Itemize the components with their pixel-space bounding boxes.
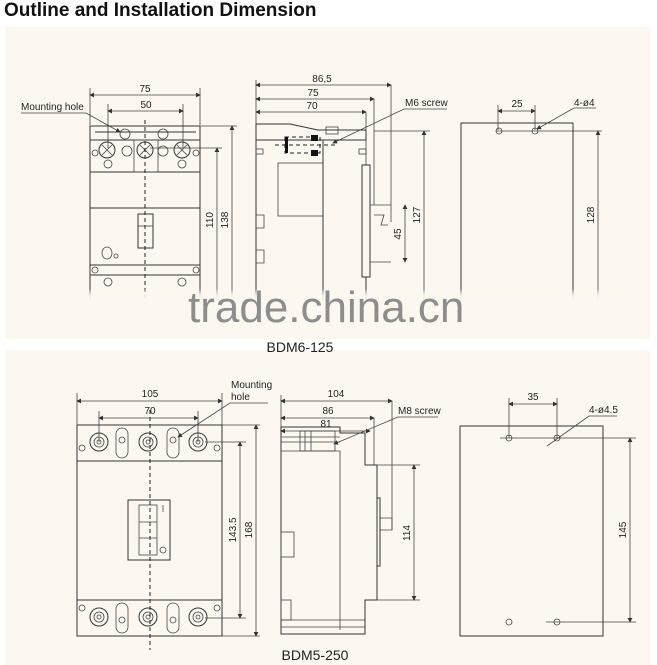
page-title: Outline and Installation Dimension — [4, 0, 317, 21]
top-side-view: 86,5 75 70 M6 screw 127 — [255, 74, 449, 300]
dim-height-168: 168 — [244, 521, 255, 538]
top-model-caption: BDM6-125 — [267, 339, 334, 355]
dim-height-114: 114 — [402, 525, 413, 541]
bottom-front-view: 105 70 Mounting hole — [76, 380, 272, 650]
top-front-view: 75 50 Mounting hole — [21, 84, 237, 300]
dim-width: 75 — [139, 84, 151, 95]
dim-height-110: 110 — [205, 212, 216, 228]
bottom-model-caption: BDM5-250 — [282, 647, 349, 663]
top-mounting-template: 25 4-ø4 128 — [460, 98, 602, 300]
dim-height-127: 127 — [412, 206, 423, 223]
dim-width: 105 — [142, 389, 159, 400]
mounting-hole-label-2: hole — [231, 392, 250, 403]
dim-depth-3: 81 — [320, 419, 332, 430]
dim-rail-45: 45 — [393, 228, 404, 240]
mounting-hole-label: Mounting hole — [21, 102, 84, 113]
handle — [127, 499, 171, 561]
screw-label: M8 screw — [398, 406, 442, 417]
dim-hole-spacing: 50 — [140, 100, 152, 111]
bottom-side-view: 104 86 81 M8 screw 114 — [280, 389, 442, 635]
dim-height-143-5: 143.5 — [228, 517, 239, 542]
dim-height-138: 138 — [220, 211, 231, 228]
bottom-mounting-template: 35 4-ø4.5 145 — [459, 392, 636, 637]
screw-label: M6 screw — [405, 98, 449, 109]
holes-label: 4-ø4 — [574, 98, 595, 109]
dim-height-128: 128 — [586, 206, 597, 223]
watermark: trade.china.cn — [188, 283, 464, 332]
dim-depth-2: 86 — [322, 406, 334, 417]
dim-height-145: 145 — [618, 521, 629, 538]
dim-depth-2: 75 — [307, 88, 319, 99]
dim-spacing-35: 35 — [527, 392, 539, 403]
dim-depth-1: 104 — [328, 389, 345, 400]
holes-label: 4-ø4.5 — [589, 405, 618, 416]
mounting-hole-label-1: Mounting — [231, 380, 272, 391]
dim-depth-3: 70 — [306, 101, 318, 112]
dim-depth-1: 86,5 — [312, 74, 332, 85]
dim-spacing-25: 25 — [511, 99, 523, 110]
top-panel — [5, 27, 650, 339]
